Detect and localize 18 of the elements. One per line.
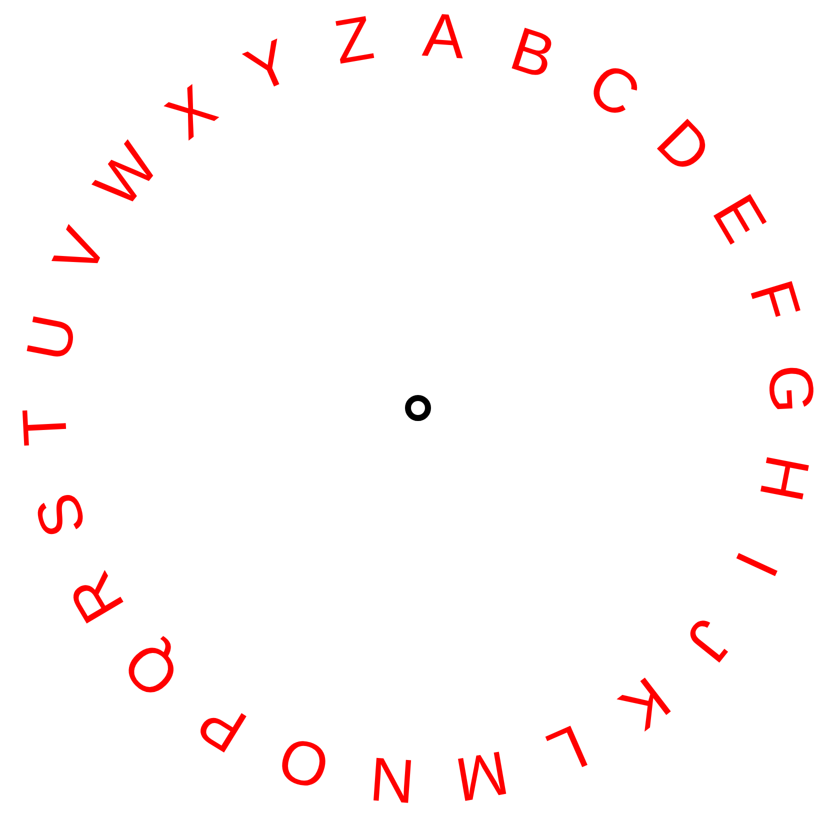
letter-label: R: [60, 562, 136, 632]
letter-label: I: [724, 543, 788, 585]
letter-label: Z: [330, 8, 378, 76]
letter-label: M: [450, 740, 512, 810]
letter-label: E: [701, 184, 776, 252]
letter-label: T: [14, 406, 78, 448]
letter-label: S: [26, 486, 98, 544]
letter-label: V: [44, 220, 118, 284]
letter-label: F: [738, 274, 810, 328]
letter-label: L: [539, 713, 596, 784]
letter-label: B: [503, 18, 562, 90]
letter-label: U: [18, 310, 88, 366]
letter-label: Y: [237, 30, 300, 104]
letter-label: H: [748, 450, 814, 506]
letter-label: A: [421, 4, 467, 70]
letter-label: G: [757, 363, 814, 415]
letter-label: O: [272, 725, 337, 799]
letter-label: N: [367, 746, 416, 812]
